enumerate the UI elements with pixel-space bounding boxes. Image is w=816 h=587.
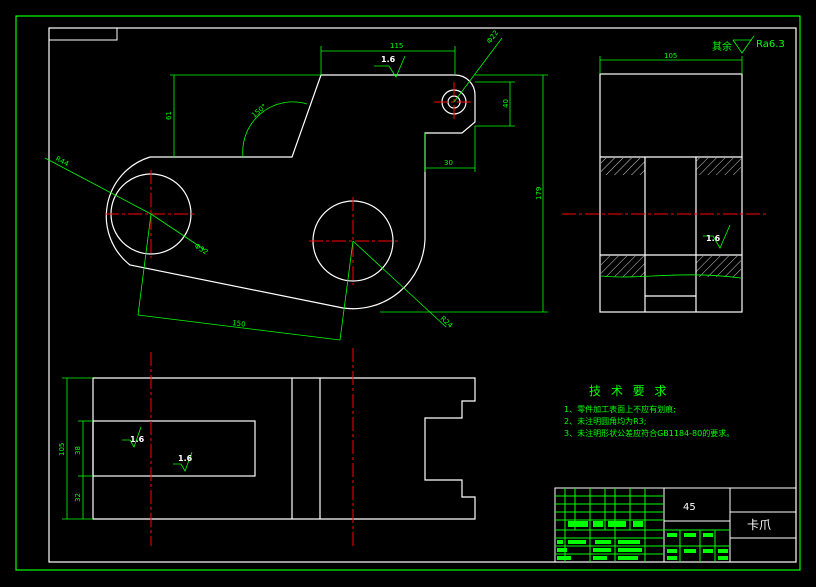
title-block-fills [557,521,728,560]
main-centerlines [105,82,474,285]
top-dimensions [62,377,193,520]
outer-frame [15,15,801,571]
tech-req-item-1: 1、零件加工表面上不应有划痕; [564,404,676,414]
surface-finish-prefix: 其余 [712,40,732,53]
side-hatching [601,158,741,277]
dim-angle: 150° [250,103,268,120]
title-part-name: 卡爪 [747,518,771,532]
main-dimensions [44,37,548,341]
side-dimensions [599,35,755,279]
title-block [554,487,797,563]
part-contour [105,74,476,310]
top-outline [92,377,476,520]
dim-61: 61 [165,111,173,120]
dim-r24: R24 [439,315,455,331]
main-view [105,74,476,310]
main-dim-text: 115 61 40 30 179 150 R44 Φ32 R24 Φ22 150… [54,29,543,330]
dim-30: 30 [444,159,453,167]
inner-frame [48,27,797,563]
top-slot [92,420,256,477]
tech-req-title: 技 术 要 求 [589,384,669,398]
top-centerlines [150,348,354,546]
roughness-label-4: 1.6 [178,454,193,463]
dim-phi32: Φ32 [193,242,209,257]
roughness-label-1: 1.6 [381,55,396,64]
dim-105-side: 105 [58,443,66,456]
dim-32: 32 [74,493,82,502]
roughness-label-3: 1.6 [130,435,145,444]
dim-115: 115 [390,42,403,50]
top-view [92,377,476,520]
title-material: 45 [683,502,696,513]
roughness-label-2: 1.6 [706,234,721,243]
side-outline [599,73,743,313]
dim-179: 179 [535,187,543,200]
tech-req-item-3: 3、未注明形状公差应符合GB1184-80的要求。 [564,428,734,438]
tech-req-item-2: 2、未注明圆角均为R3; [564,416,646,426]
dim-105-top: 105 [664,52,677,60]
corner-tab [49,28,118,41]
dim-150: 150 [232,319,246,329]
dim-r44: R44 [54,155,70,169]
dim-40: 40 [502,99,510,108]
dim-38: 38 [74,446,82,455]
surface-finish-value: Ra6.3 [756,39,785,50]
